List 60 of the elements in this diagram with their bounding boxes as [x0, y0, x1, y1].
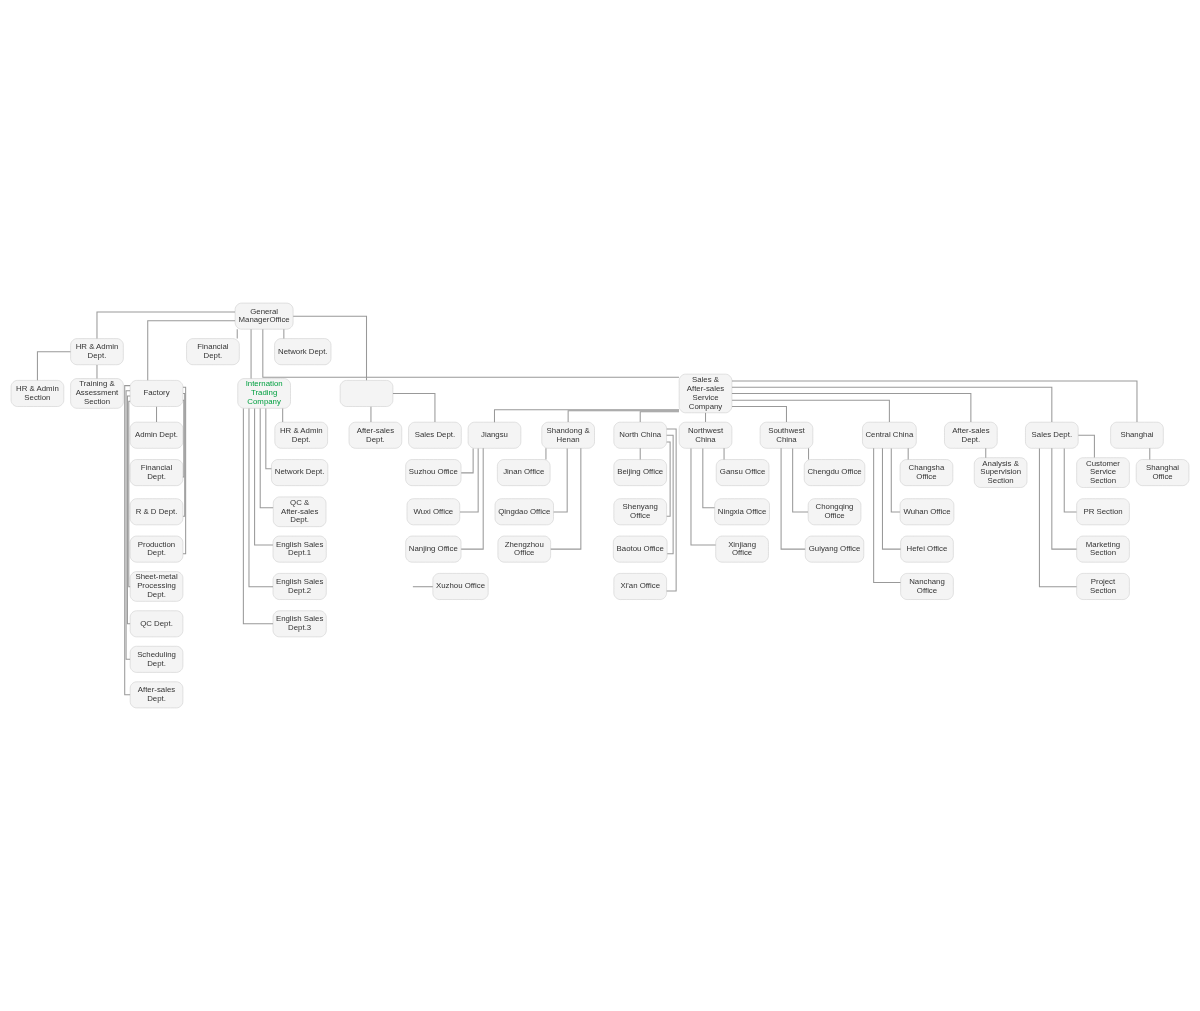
connector [873, 447, 901, 584]
connector [36, 351, 72, 381]
connector [639, 447, 641, 460]
connector [125, 390, 131, 660]
connector [731, 392, 972, 423]
connector [731, 399, 890, 423]
connector [265, 407, 272, 470]
connector [907, 447, 909, 460]
connector [985, 447, 987, 459]
connector [460, 447, 484, 550]
connector [236, 328, 238, 340]
connector [545, 447, 547, 460]
connector [731, 380, 1138, 423]
connector [182, 399, 185, 478]
connector [250, 328, 252, 380]
connector [124, 385, 131, 696]
connector [370, 406, 372, 423]
connector [808, 447, 810, 460]
connector [96, 364, 98, 379]
connector [283, 328, 285, 340]
connector [459, 447, 479, 513]
connector [690, 447, 717, 546]
connector [1149, 447, 1151, 460]
connector [705, 412, 707, 423]
connector [666, 441, 671, 517]
connector [460, 447, 474, 474]
connector [1077, 434, 1095, 459]
connector [1051, 447, 1078, 550]
connector [1063, 447, 1078, 513]
connector [254, 407, 274, 546]
connector [881, 447, 902, 550]
connector [666, 428, 677, 592]
connector [412, 586, 434, 588]
connector [392, 392, 436, 423]
connector [242, 407, 274, 625]
connector [128, 400, 131, 588]
connector [259, 407, 274, 509]
connector [262, 328, 680, 378]
connector [292, 315, 368, 381]
connector [156, 406, 158, 423]
connector [639, 411, 680, 423]
connector [792, 447, 809, 513]
connector [731, 406, 787, 423]
connector [126, 395, 131, 625]
connector [1038, 447, 1078, 588]
connector [248, 407, 274, 588]
connector [666, 434, 674, 555]
connector [890, 447, 901, 513]
connector [731, 386, 1053, 423]
connector [182, 392, 186, 517]
connector [182, 386, 187, 555]
connector [282, 408, 284, 423]
connector [567, 410, 680, 423]
connector [780, 447, 806, 550]
connector [147, 320, 236, 381]
connector [702, 447, 716, 509]
connector [723, 447, 725, 460]
node-box [339, 380, 394, 407]
connector [550, 447, 582, 550]
connector [96, 311, 236, 339]
